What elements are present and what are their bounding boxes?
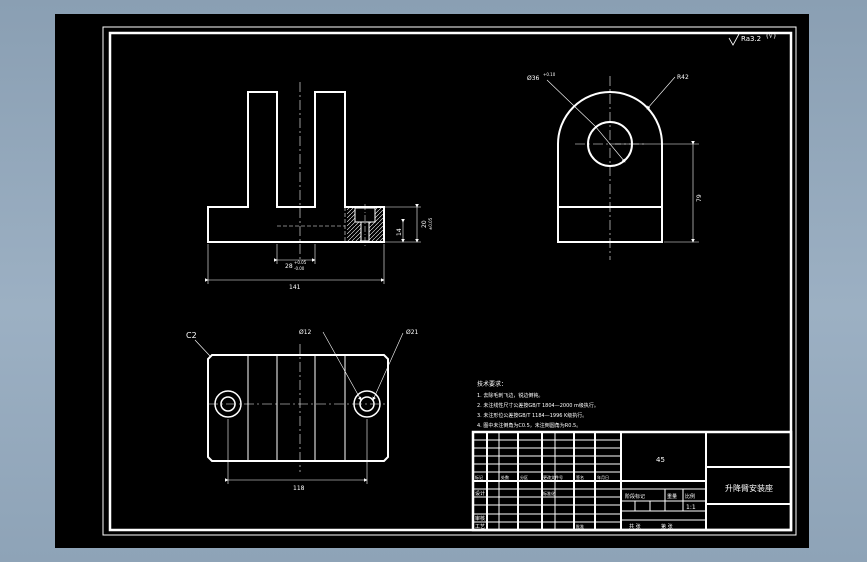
bore-dim-tol: +0.10	[543, 72, 556, 77]
side-view	[557, 76, 663, 260]
right-dim-tol: ±0.05	[428, 217, 433, 230]
roughness-symbol: Ra3.2 (√)	[728, 32, 776, 46]
technical-notes: 技术要求： 1. 去除毛刺飞边，锐边倒钝。 2. 未注线性尺寸公差按GB/T 1…	[477, 380, 599, 429]
roughness-value: Ra3.2	[741, 35, 761, 43]
radius-dim-label: R42	[677, 74, 689, 81]
notes-title: 技术要求：	[477, 380, 507, 388]
col-header: 签名	[576, 474, 584, 480]
col-header: 年月日	[597, 474, 609, 480]
col-header: 处数	[501, 474, 509, 480]
roughness-suffix: (√)	[766, 32, 776, 40]
row-label: 设计	[475, 490, 485, 497]
col-header: 标记	[475, 474, 483, 480]
note-item: 1. 去除毛刺飞边，锐边倒钝。	[477, 392, 543, 399]
cad-viewport[interactable]: Ra3.2 (√) 141 28 +0.05 -0.00 14 20 ±0.05	[55, 14, 809, 548]
approve-label: 批准	[576, 523, 584, 529]
material-label: 45	[656, 456, 665, 464]
front-view-dimensions	[205, 204, 421, 284]
step-dim-label: 14	[396, 228, 403, 236]
title-block	[471, 430, 793, 532]
side-view-dimensions	[546, 76, 699, 243]
outer-border	[102, 26, 797, 536]
stage-label: 阶段标记	[625, 493, 645, 500]
row-label: 工艺	[475, 524, 485, 530]
slot-dim-tol-lower: -0.00	[294, 266, 305, 271]
inner-border	[108, 31, 793, 532]
sheet-total-label: 共 张	[629, 523, 641, 530]
col-header: 分区	[520, 474, 528, 480]
spacing-dim-label: 118	[293, 485, 305, 492]
part-name: 升降臂安装座	[725, 483, 773, 493]
scale-value: 1:1	[686, 504, 696, 511]
chamfer-label: C2	[186, 331, 197, 340]
col-header: 更改文件号	[543, 474, 563, 480]
row-label: 审核	[475, 515, 485, 522]
std-label: 标准化	[543, 490, 555, 496]
note-item: 4. 图中未注倒角为C0.5，未注倒圆角为R0.5。	[477, 422, 581, 429]
weight-label: 重量	[667, 493, 677, 500]
ratio-label: 比例	[685, 493, 695, 500]
sheet-no-label: 第 张	[661, 523, 673, 530]
width-dim-label: 141	[289, 284, 301, 291]
slot-dim-tol-upper: +0.05	[294, 260, 307, 265]
height-dim-label: 79	[696, 194, 703, 202]
small-hole-label: Ø12	[299, 329, 312, 336]
top-view-dimensions	[194, 331, 404, 484]
note-item: 3. 未注形位公差按GB/T 1184—1996 K级执行。	[477, 412, 587, 419]
bore-dim-label: Ø36	[527, 75, 540, 82]
front-view	[207, 82, 385, 260]
top-view	[207, 344, 389, 472]
note-item: 2. 未注线性尺寸公差按GB/T 1804—2000 m级执行。	[477, 402, 599, 409]
right-dim-label: 20	[421, 220, 428, 228]
drawing-sheet: Ra3.2 (√) 141 28 +0.05 -0.00 14 20 ±0.05	[102, 26, 797, 536]
large-hole-label: Ø21	[406, 329, 419, 336]
slot-dim-label: 28	[285, 263, 293, 270]
